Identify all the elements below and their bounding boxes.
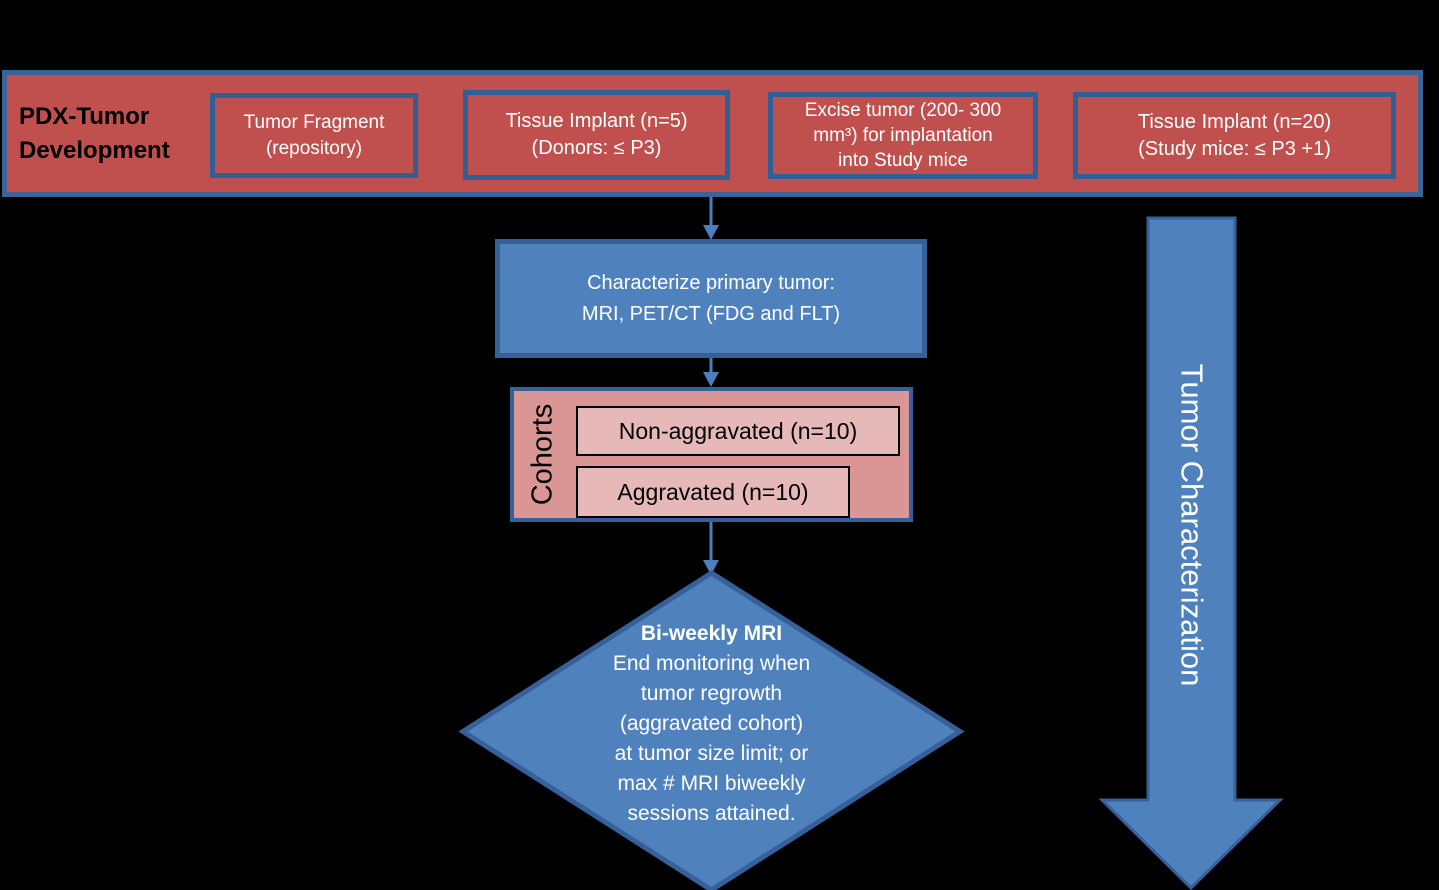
step-line: Tissue Implant (n=20) — [1137, 110, 1332, 133]
arrow-characterize-cohorts — [703, 358, 719, 387]
step-line: (repository) — [265, 137, 363, 159]
step-line: (Donors: ≤ P3) — [531, 137, 662, 159]
decision-title: Bi-weekly MRI — [640, 622, 783, 645]
decision-line: sessions attained. — [627, 802, 796, 825]
step-tumor-fragment: Tumor Fragment (repository) — [210, 93, 418, 178]
arrow-banner-characterize — [703, 197, 719, 240]
step-line: Excise tumor (200- 300 — [804, 99, 1002, 121]
tumor-characterization-label-text: Tumor Characterization — [1174, 363, 1210, 687]
cohorts-box: Cohorts Non-aggravated (n=10) Aggravated… — [510, 387, 913, 522]
tumor-characterization-arrow — [1098, 216, 1284, 890]
step-line: (Study mice: ≤ P3 +1) — [1138, 137, 1331, 160]
step-tissue-implant-n5: Tissue Implant (n=5) (Donors: ≤ P3) — [463, 90, 730, 180]
banner-title: PDX-Tumor Development — [19, 103, 170, 164]
decision-text: Bi-weekly MRI End monitoring when tumor … — [521, 619, 902, 829]
cohort-aggravated: Aggravated (n=10) — [576, 466, 850, 518]
cohorts-label-text: Cohorts — [526, 403, 559, 506]
step-line: Tissue Implant (n=5) — [505, 110, 688, 132]
tumor-characterization-label: Tumor Characterization — [1148, 230, 1235, 820]
characterize-primary-tumor-box: Characterize primary tumor: MRI, PET/CT … — [495, 239, 927, 358]
cohort-label: Non-aggravated (n=10) — [618, 417, 858, 444]
decision-line: at tumor size limit; or — [614, 742, 809, 765]
step-line: Tumor Fragment — [243, 111, 385, 133]
arrow-cohorts-decision — [703, 522, 719, 575]
cohorts-label: Cohorts — [514, 391, 572, 518]
characterize-line: Characterize primary tumor: — [587, 271, 835, 294]
step-excise-tumor: Excise tumor (200- 300 mm³) for implanta… — [768, 92, 1038, 179]
decision-line: tumor regrowth — [640, 682, 783, 705]
step-line: mm³) for implantation — [813, 124, 993, 146]
characterize-line: MRI, PET/CT (FDG and FLT) — [581, 302, 841, 325]
step-line: into Study mice — [838, 150, 968, 172]
decision-line: (aggravated cohort) — [619, 712, 804, 735]
step-tissue-implant-n20: Tissue Implant (n=20) (Study mice: ≤ P3 … — [1073, 92, 1396, 179]
cohort-non-aggravated: Non-aggravated (n=10) — [576, 406, 900, 456]
decision-line: max # MRI biweekly — [617, 772, 806, 795]
decision-diamond — [458, 570, 965, 890]
cohort-label: Aggravated (n=10) — [617, 478, 809, 505]
decision-line: End monitoring when — [612, 652, 811, 675]
